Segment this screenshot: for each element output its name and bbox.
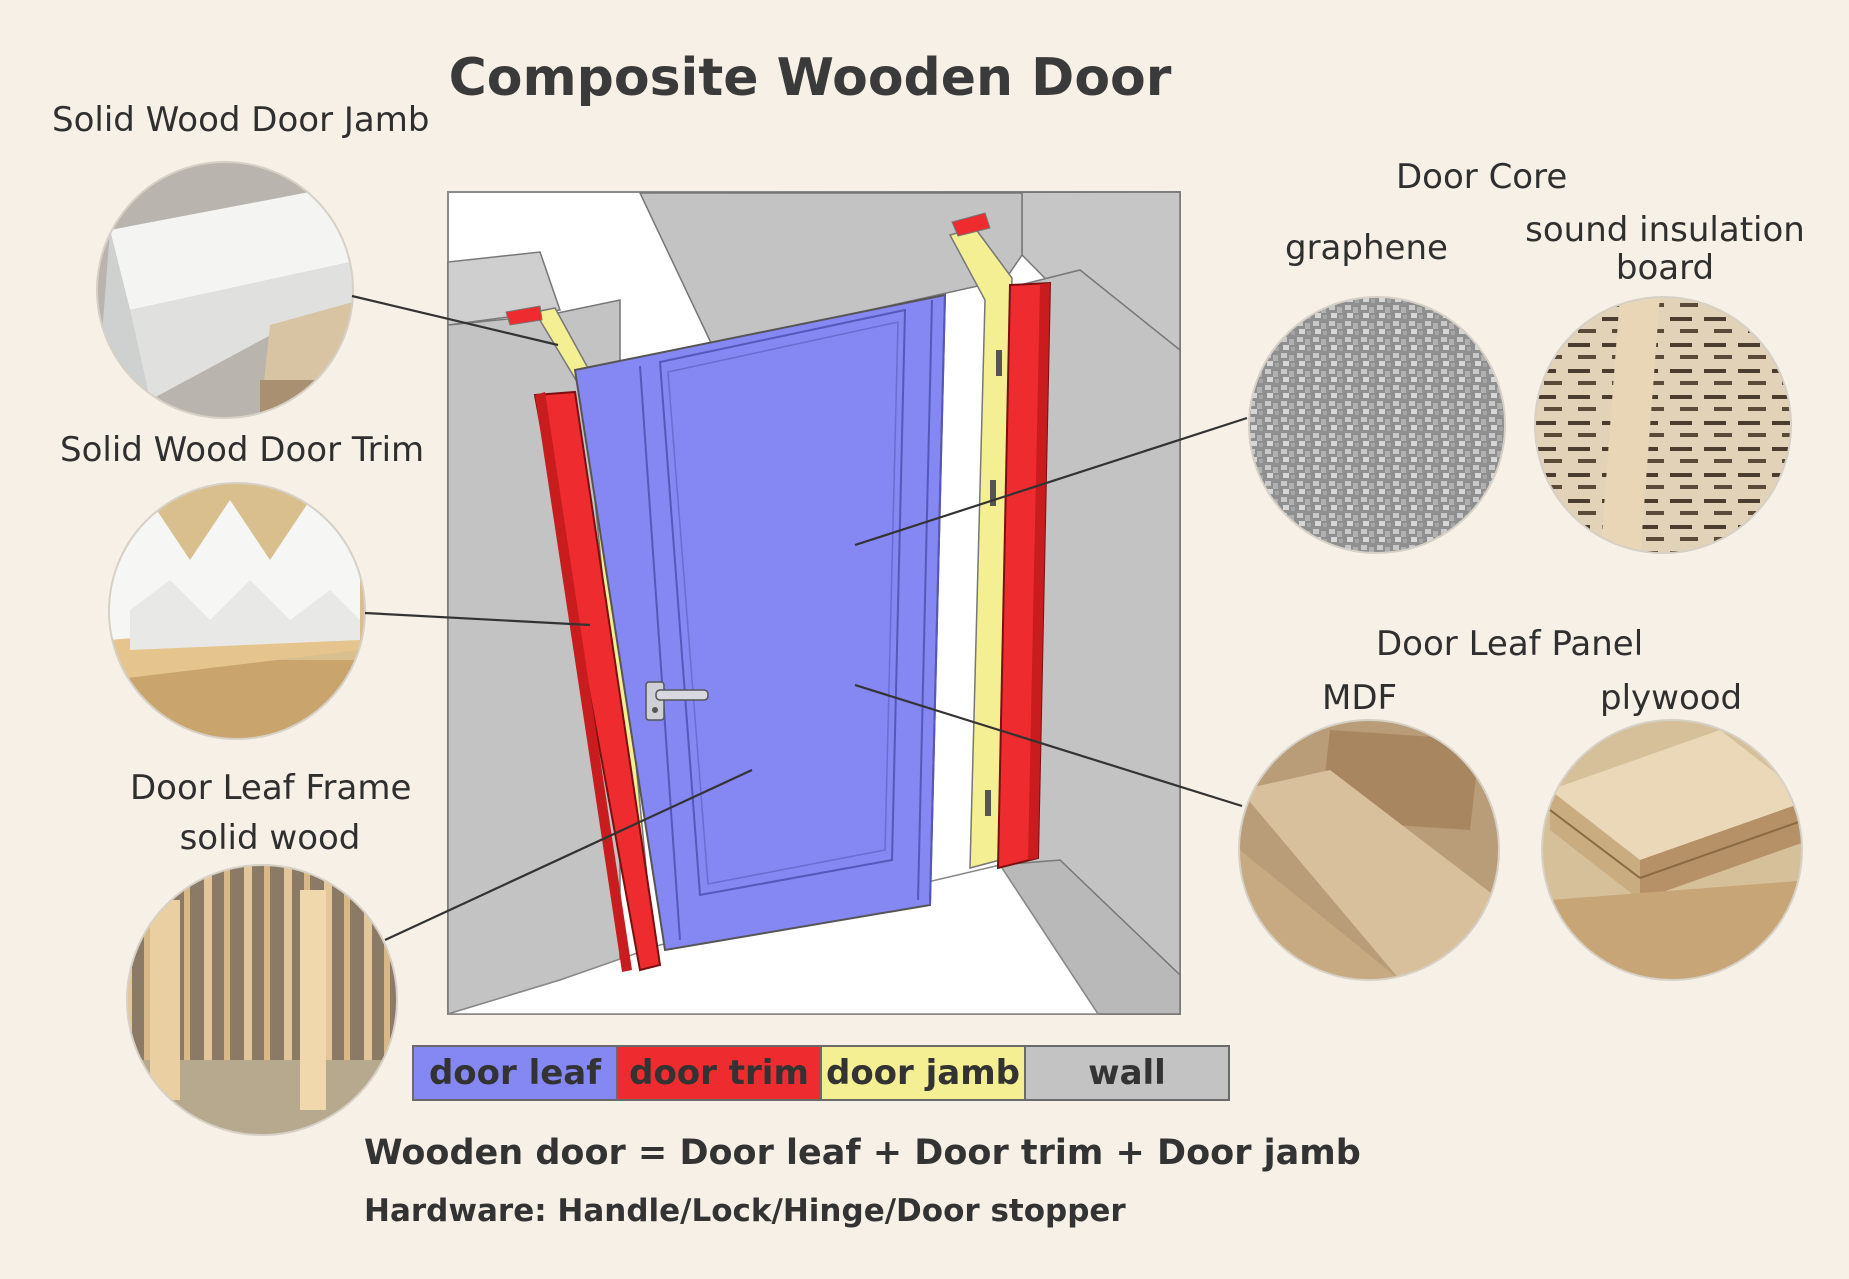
label-solid-wood: solid wood [179,818,361,858]
equation-text: Wooden door = Door leaf + Door trim + Do… [364,1133,1361,1173]
legend-door-jamb: door jamb [822,1047,1026,1099]
door-handle [645,681,709,721]
door-illustration [447,191,1181,1016]
label-door-leaf-panel: Door Leaf Panel [1376,624,1644,664]
label-mdf: MDF [1322,678,1398,718]
leader-lines [351,294,1248,941]
legend-door-leaf: door leaf [414,1047,618,1099]
jamb-photo [97,162,353,418]
legend-door-trim: door trim [618,1047,822,1099]
sound-insulation-photo [1535,297,1791,553]
frame-photo [127,865,397,1135]
legend-wall-label: wall [1088,1053,1166,1093]
graphene-photo [1249,297,1505,553]
legend-door-jamb-label: door jamb [825,1053,1021,1093]
label-plywood: plywood [1600,678,1743,718]
plywood-photo [1542,720,1802,980]
trim-photo [109,483,365,739]
color-legend: door leaf door trim door jamb wall [412,1045,1230,1101]
legend-door-trim-label: door trim [629,1053,809,1093]
label-door-core: Door Core [1396,157,1568,197]
hardware-text: Hardware: Handle/Lock/Hinge/Door stopper [364,1193,1126,1229]
label-sound-insulation-board: board [1615,248,1715,288]
label-door-leaf-frame: Door Leaf Frame [130,768,412,808]
label-door-trim: Solid Wood Door Trim [60,430,425,470]
legend-door-leaf-label: door leaf [428,1053,602,1093]
legend-wall: wall [1026,1047,1228,1099]
label-graphene: graphene [1285,228,1448,268]
label-sound-insulation: sound insulation [1525,210,1805,250]
diagram-title: Composite Wooden Door [448,48,1172,108]
label-door-jamb: Solid Wood Door Jamb [52,100,430,140]
